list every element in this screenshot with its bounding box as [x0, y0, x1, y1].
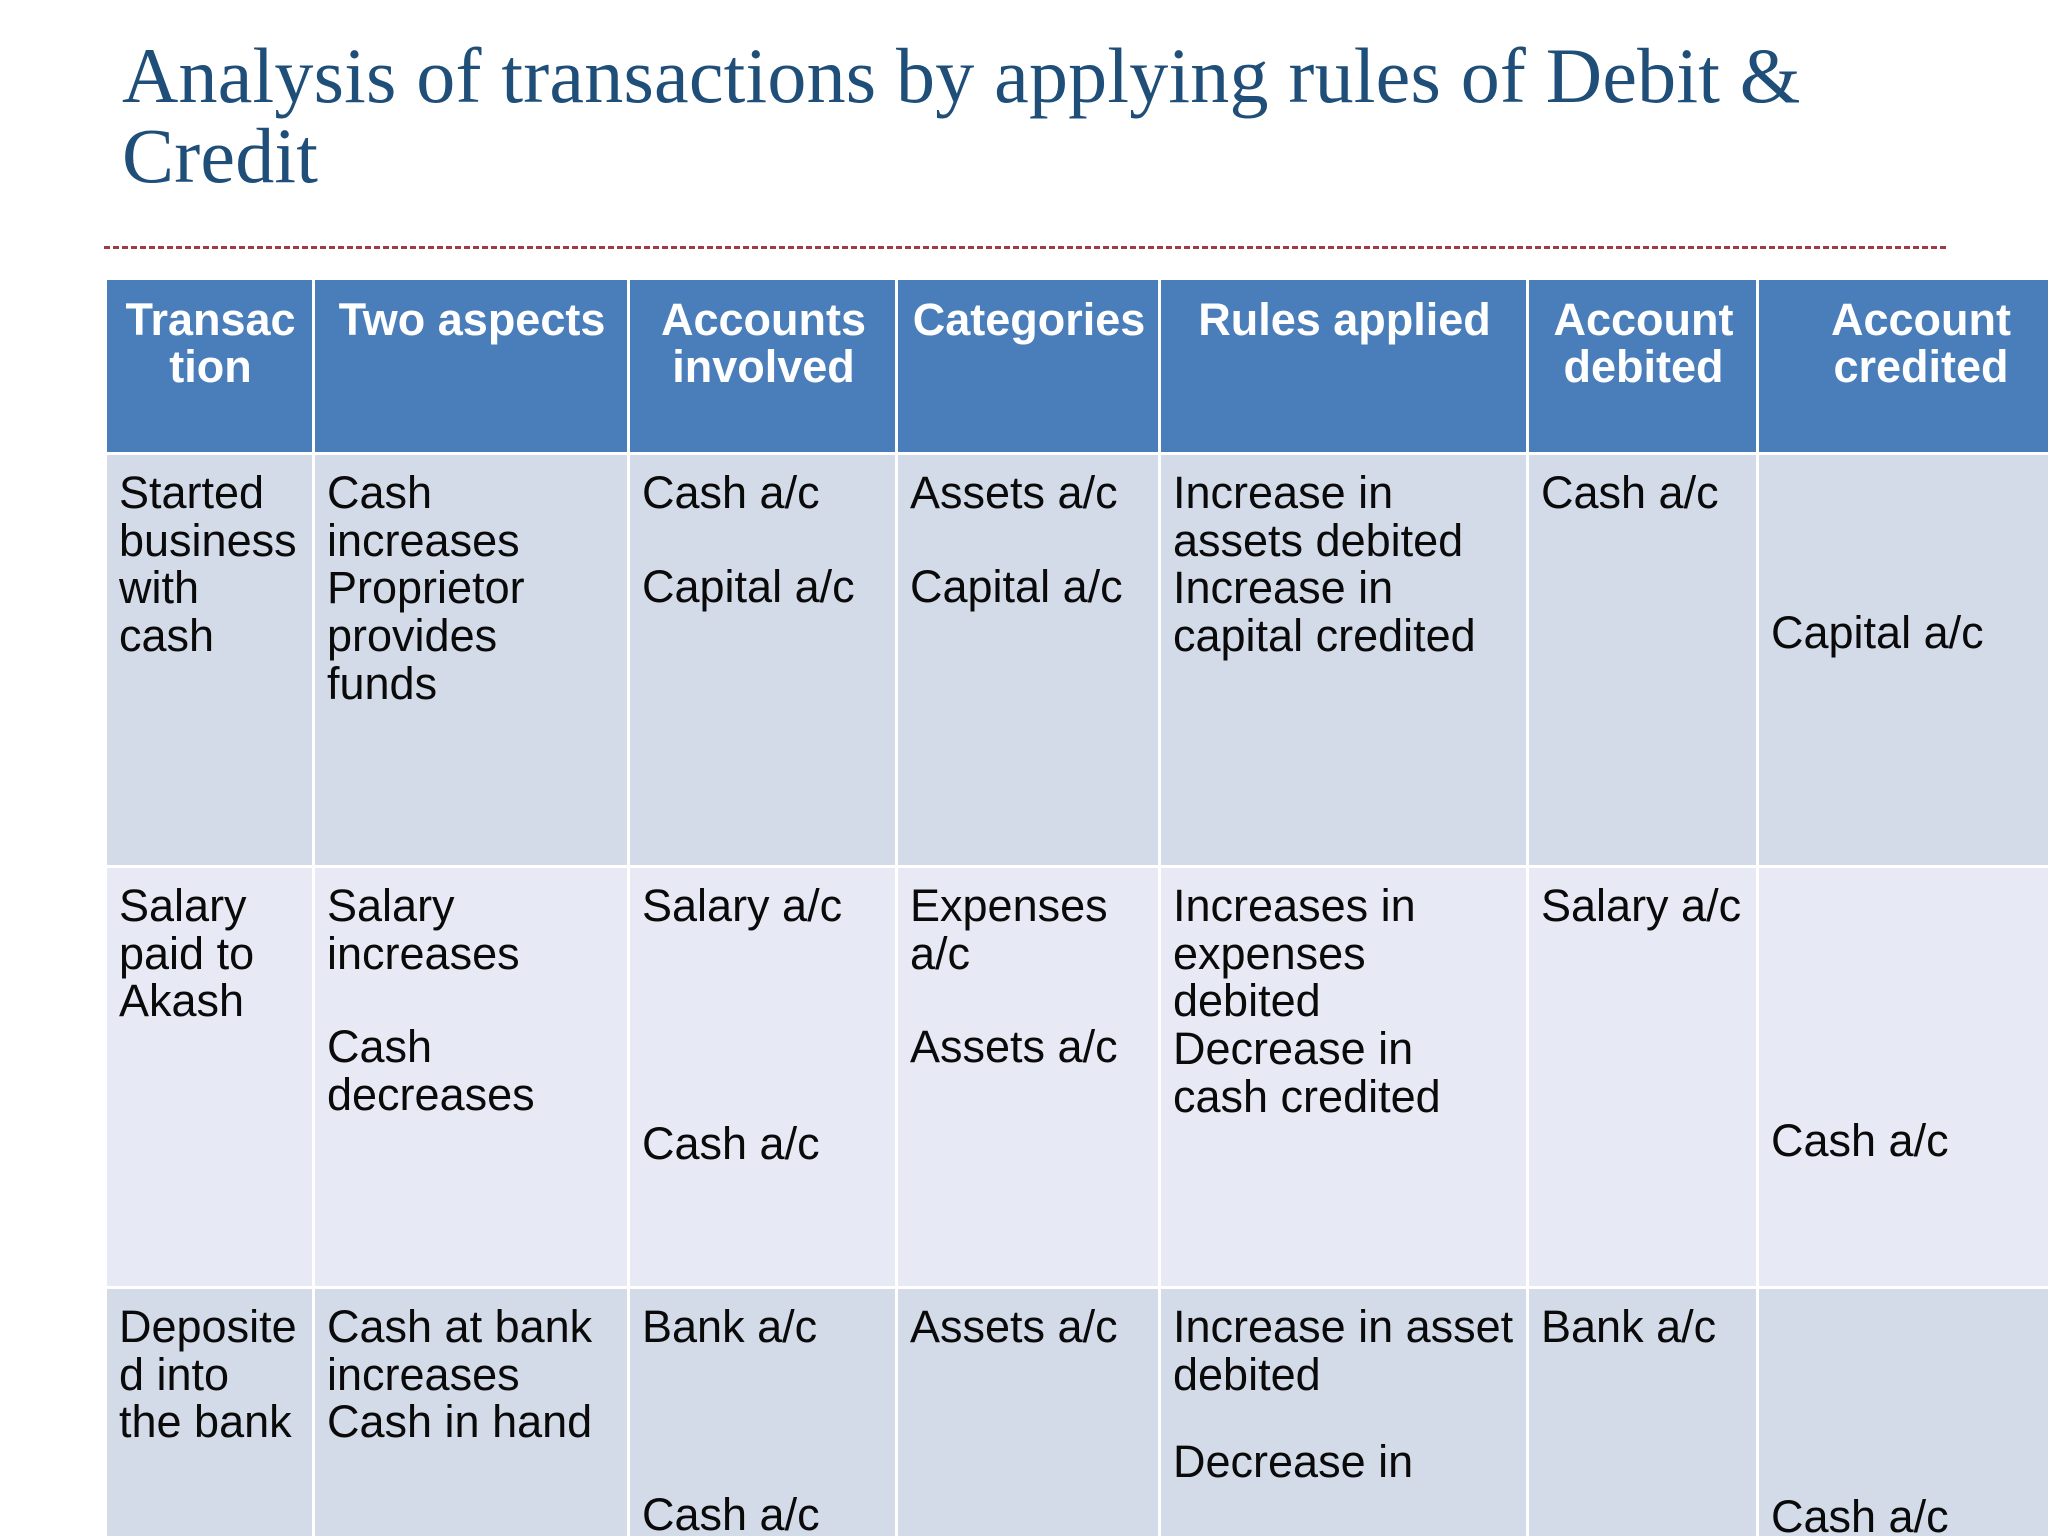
transaction-analysis-table: Transaction Two aspects Accounts involve… — [104, 277, 2048, 1536]
spacer — [910, 1351, 1148, 1536]
title-divider — [104, 246, 1946, 249]
cell-categories: Expenses a/c Assets a/c — [898, 868, 1158, 1286]
category-primary: Assets a/c — [910, 1301, 1118, 1352]
cell-rules-applied: Increase in asset debited Decrease in — [1161, 1289, 1526, 1536]
credited-value: Cash a/c — [1771, 1115, 1949, 1166]
spacer — [1771, 882, 2048, 1117]
spacer — [327, 977, 617, 1023]
aspect-primary: Salary increases — [327, 880, 520, 979]
category-secondary: Assets a/c — [910, 1021, 1118, 1073]
aspect-primary: Cash increases — [327, 467, 520, 566]
rule-credit: Decrease in cash credited — [1173, 1023, 1441, 1122]
rule-debit: Increases in expenses debited — [1173, 880, 1416, 1027]
account-primary: Cash a/c — [642, 467, 820, 518]
spacer — [910, 977, 1148, 1023]
cell-accounts-involved: Cash a/c Capital a/c — [630, 455, 895, 865]
cell-two-aspects: Cash at bank increases Cash in hand — [315, 1289, 627, 1536]
table-row: Deposited into the bank Cash at bank inc… — [107, 1289, 2048, 1536]
category-primary: Assets a/c — [910, 467, 1118, 518]
cell-account-credited: Capital a/c — [1759, 455, 2048, 865]
cell-account-debited: Bank a/c — [1529, 1289, 1756, 1536]
account-primary: Bank a/c — [642, 1301, 818, 1352]
category-secondary: Capital a/c — [910, 560, 1123, 612]
cell-transaction: Started business with cash — [107, 455, 312, 865]
cell-account-debited: Salary a/c — [1529, 868, 1756, 1286]
column-header-account-credited: Account credited — [1759, 280, 2048, 452]
cell-categories: Assets a/c Assets — [898, 1289, 1158, 1536]
cell-account-credited: Cash a/c — [1759, 1289, 2048, 1536]
cell-account-debited: Cash a/c — [1529, 455, 1756, 865]
aspect-secondary: Cash decreases — [327, 1021, 535, 1121]
account-secondary: Cash a/c — [642, 1488, 820, 1536]
aspect-secondary: Cash in hand — [327, 1396, 593, 1448]
cell-transaction: Salary paid to Akash — [107, 868, 312, 1286]
table-row: Salary paid to Akash Salary increases Ca… — [107, 868, 2048, 1286]
cell-two-aspects: Cash increases Proprietor provides funds — [315, 455, 627, 865]
credited-value: Cash a/c — [1771, 1491, 1949, 1536]
account-secondary: Capital a/c — [642, 560, 855, 612]
cell-categories: Assets a/c Capital a/c — [898, 455, 1158, 865]
table-header-row: Transaction Two aspects Accounts involve… — [107, 280, 2048, 452]
spacer — [1771, 469, 2048, 609]
rule-debit: Increase in asset debited — [1173, 1301, 1514, 1400]
spacer — [642, 517, 885, 563]
account-secondary: Cash a/c — [642, 1117, 820, 1169]
page-title: Analysis of transactions by applying rul… — [122, 32, 1821, 199]
table-row: Started business with cash Cash increase… — [107, 455, 2048, 865]
cell-two-aspects: Salary increases Cash decreases — [315, 868, 627, 1286]
column-header-account-debited: Account debited — [1529, 280, 1756, 452]
column-header-accounts-involved: Accounts involved — [630, 280, 895, 452]
rule-credit: Decrease in — [1173, 1436, 1414, 1488]
account-primary: Salary a/c — [642, 880, 843, 931]
column-header-rules-applied: Rules applied — [1161, 280, 1526, 452]
rule-credit: Increase in capital credited — [1173, 562, 1476, 662]
spacer — [1173, 1398, 1516, 1438]
spacer — [642, 930, 885, 1120]
aspect-secondary: Proprietor provides funds — [327, 562, 525, 709]
credited-value: Capital a/c — [1771, 607, 1984, 658]
column-header-categories: Categories — [898, 280, 1158, 452]
spacer — [910, 517, 1148, 563]
category-primary: Expenses a/c — [910, 880, 1108, 979]
spacer — [642, 1351, 885, 1491]
column-header-two-aspects: Two aspects — [315, 280, 627, 452]
cell-accounts-involved: Salary a/c Cash a/c — [630, 868, 895, 1286]
cell-rules-applied: Increases in expenses debited Decrease i… — [1161, 868, 1526, 1286]
cell-rules-applied: Increase in assets debited Increase in c… — [1161, 455, 1526, 865]
aspect-primary: Cash at bank increases — [327, 1301, 593, 1400]
cell-accounts-involved: Bank a/c Cash a/c — [630, 1289, 895, 1536]
rule-debit: Increase in assets debited — [1173, 467, 1464, 566]
cell-transaction: Deposited into the bank — [107, 1289, 312, 1536]
cell-account-credited: Cash a/c — [1759, 868, 2048, 1286]
column-header-transaction: Transaction — [107, 280, 312, 452]
spacer — [1771, 1303, 2048, 1493]
